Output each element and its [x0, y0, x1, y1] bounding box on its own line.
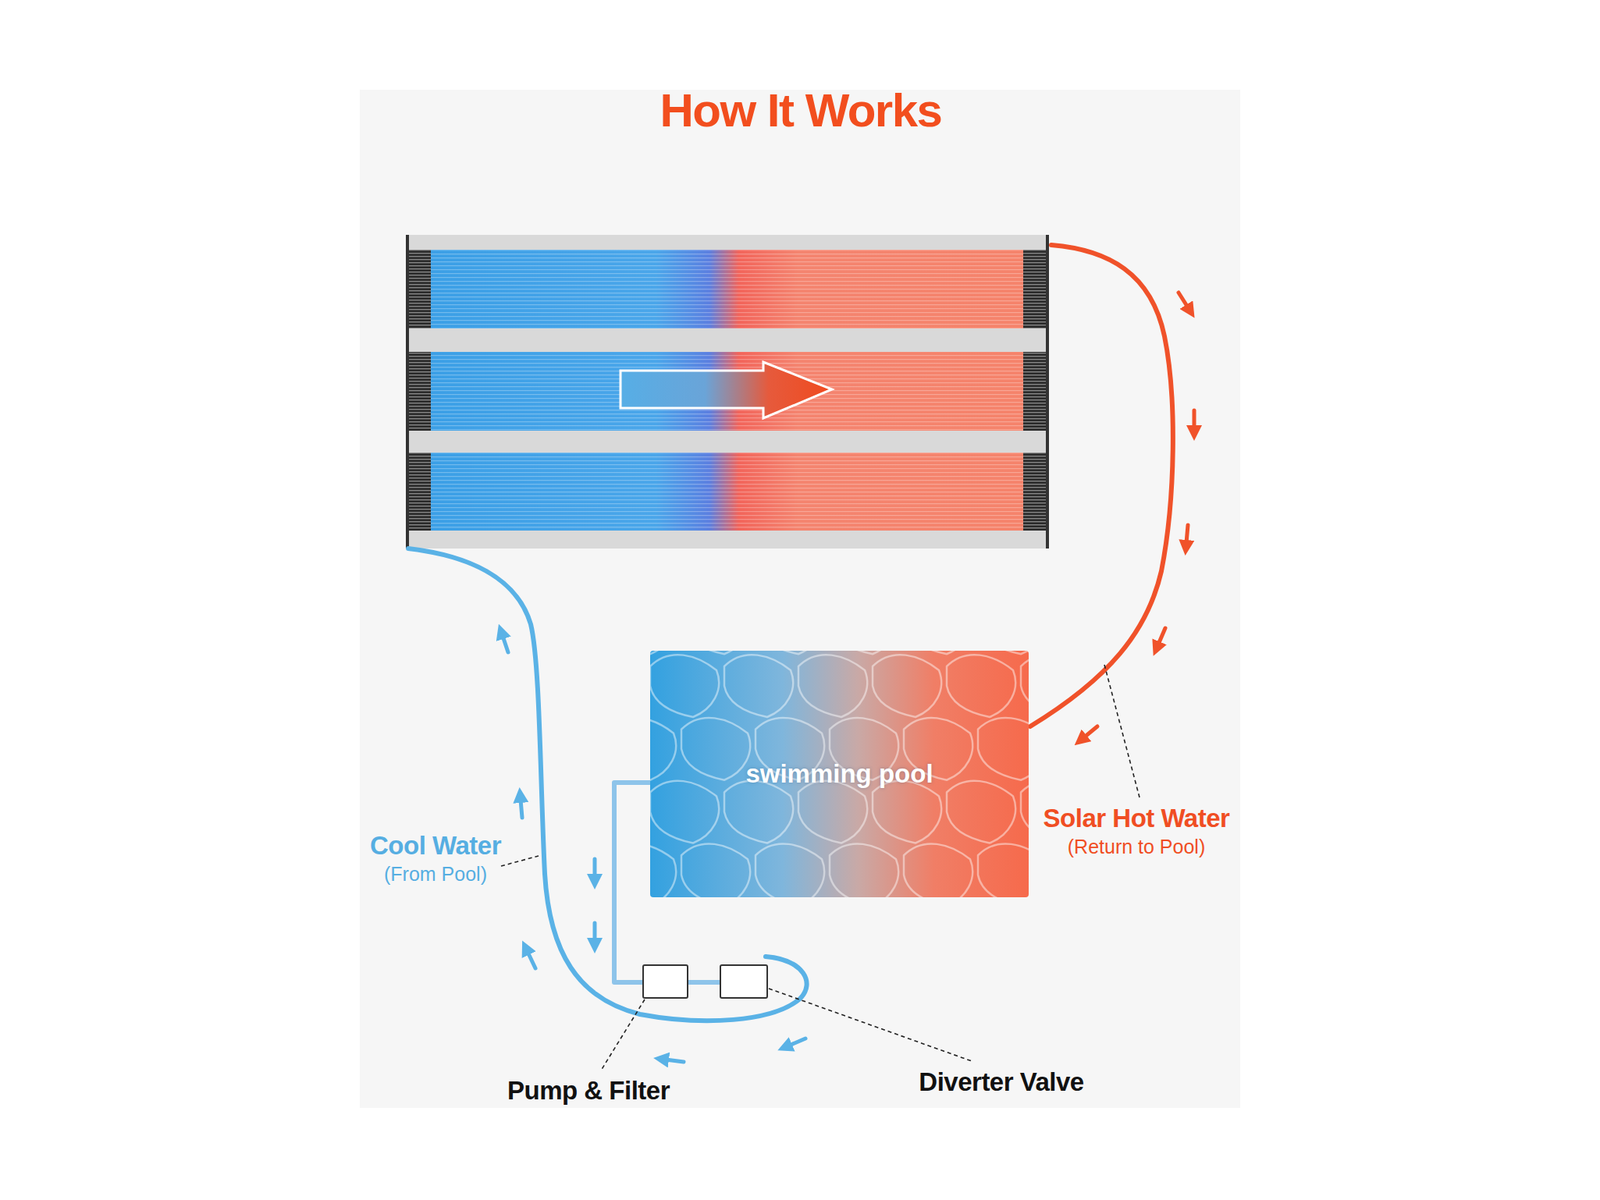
flow-arrow: [1186, 525, 1188, 544]
flow-arrow: [527, 952, 536, 969]
flow-arrow: [520, 800, 523, 818]
pump-filter-box: [643, 965, 688, 999]
leader-line: [600, 999, 645, 1071]
pool-outlet-pipe: [614, 782, 651, 983]
pipe-label: Solar Hot Water: [1043, 803, 1231, 834]
flow-arrow: [665, 1059, 684, 1063]
flow-arrow: [593, 859, 598, 878]
pipe-joint: [687, 980, 721, 985]
part-label: Pump & Filter: [507, 1076, 670, 1106]
flow-arrow: [1084, 726, 1098, 738]
flow-arrow: [1158, 628, 1166, 645]
pipe-label: Cool Water: [369, 831, 502, 861]
pipe-sublabel: (From Pool): [384, 863, 488, 886]
title: How It Works: [660, 83, 943, 138]
pool-box: swimming pool: [650, 650, 1029, 898]
leader-line: [501, 856, 539, 867]
diverter-valve-box: [720, 965, 768, 999]
flow-arrow: [502, 636, 509, 653]
flow-arrow: [1192, 410, 1197, 429]
leader-line: [768, 988, 972, 1062]
flow-arrow: [593, 923, 598, 942]
flow-arrow: [1178, 292, 1188, 308]
leader-line: [1104, 664, 1140, 798]
pipe-sublabel: (Return to Pool): [1067, 835, 1206, 859]
flow-arrow: [789, 1038, 806, 1046]
node-label: swimming pool: [745, 759, 933, 790]
part-label: Diverter Valve: [918, 1067, 1084, 1098]
solar-panel: [405, 234, 1049, 549]
hot-water-pipe: [1030, 245, 1174, 727]
